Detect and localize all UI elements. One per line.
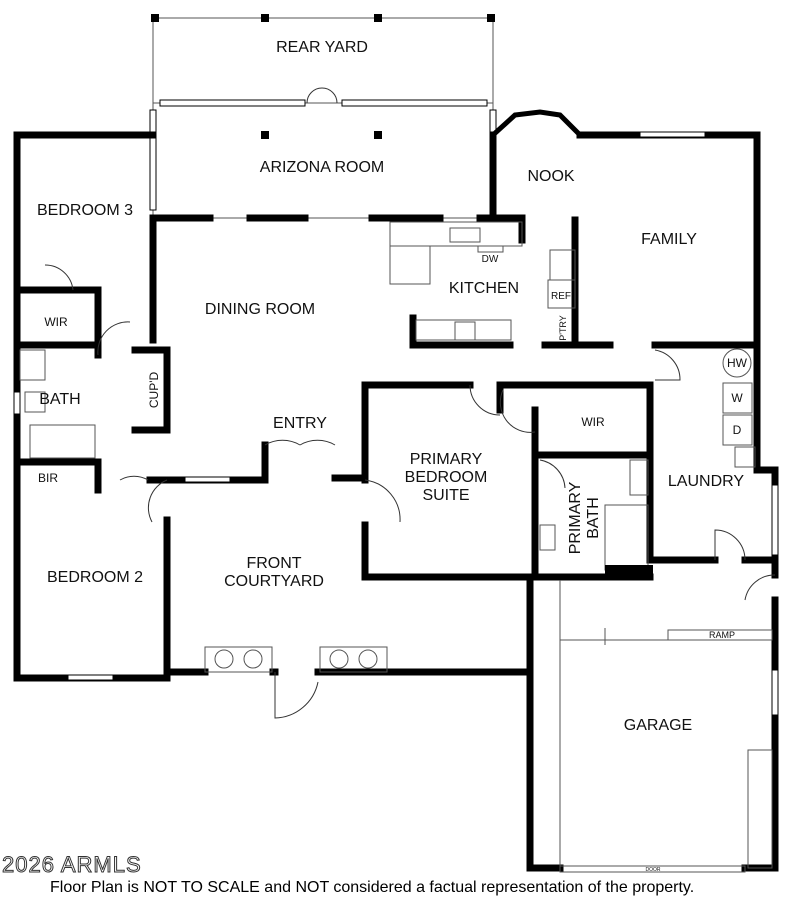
label-laundry: LAUNDRY: [668, 473, 745, 490]
label-bedroom-3: BEDROOM 3: [37, 202, 133, 219]
label-primary-bedroom-3: SUITE: [422, 487, 469, 504]
label-dining-room: DINING ROOM: [205, 301, 315, 318]
label-wir-2: WIR: [581, 415, 605, 429]
label-dryer: D: [733, 423, 742, 437]
label-garage-door: DOOR: [646, 867, 661, 873]
doors: [44, 264, 776, 719]
fixtures: [19, 221, 773, 873]
label-washer: W: [731, 391, 743, 405]
label-water-heater: HW: [727, 356, 748, 370]
label-primary-bedroom-1: PRIMARY: [410, 451, 483, 468]
label-bath: BATH: [39, 391, 80, 408]
label-garage: GARAGE: [624, 717, 692, 734]
label-nook: NOOK: [527, 168, 574, 185]
rear-yard-outline: [151, 14, 495, 104]
label-bedroom-2: BEDROOM 2: [47, 569, 143, 586]
label-pantry: P'TRY: [558, 315, 568, 341]
label-ramp: RAMP: [709, 630, 735, 640]
label-front-courtyard-2: COURTYARD: [224, 573, 324, 590]
disclaimer-text: Floor Plan is NOT TO SCALE and NOT consi…: [50, 879, 695, 896]
label-bir: BIR: [38, 471, 58, 485]
label-rear-yard: REAR YARD: [276, 39, 368, 56]
copyright-watermark: 2026 ARMLS: [2, 852, 142, 878]
label-entry: ENTRY: [273, 415, 327, 432]
label-refrigerator: REF: [551, 291, 571, 302]
label-dishwasher: DW: [482, 254, 499, 265]
label-primary-bath-2: BATH: [585, 497, 602, 538]
windows: [13, 109, 779, 716]
label-kitchen: KITCHEN: [449, 280, 519, 297]
arizona-room-outline: [149, 87, 497, 219]
label-cupd: CUP'D: [147, 372, 161, 409]
label-arizona-room: ARIZONA ROOM: [260, 159, 384, 176]
label-wir-1: WIR: [44, 315, 68, 329]
label-primary-bath-1: PRIMARY: [567, 481, 584, 554]
label-front-courtyard-1: FRONT: [246, 555, 301, 572]
label-primary-bedroom-2: BEDROOM: [405, 469, 488, 486]
label-family: FAMILY: [641, 231, 697, 248]
